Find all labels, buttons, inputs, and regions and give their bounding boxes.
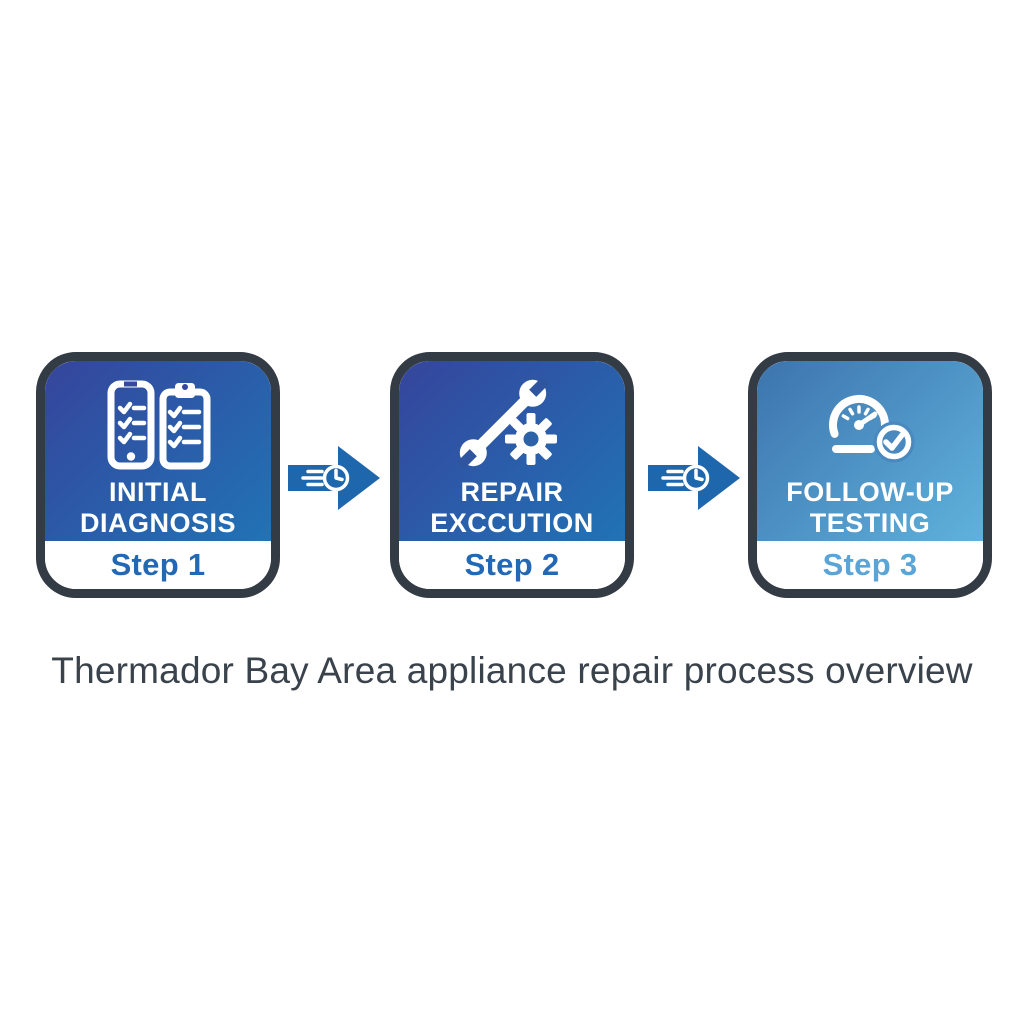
step-title: INITIAL DIAGNOSIS [80, 477, 236, 539]
wrench-gear-icon [451, 379, 573, 471]
step-number-band: Step 3 [757, 541, 983, 589]
step-title-line1: REPAIR [460, 477, 564, 507]
step-title: FOLLOW-UP TESTING [786, 477, 953, 539]
step-label: Step 1 [110, 547, 206, 582]
step-number-band: Step 2 [399, 541, 625, 589]
card-gradient-panel: FOLLOW-UP TESTING [757, 361, 983, 541]
figure-caption: Thermador Bay Area appliance repair proc… [51, 650, 973, 691]
step-card: FOLLOW-UP TESTING Step 3 [748, 352, 992, 598]
arrow-shape [648, 446, 740, 510]
step-title-line1: FOLLOW-UP [786, 477, 954, 507]
card-gradient-panel: REPAIR EXCCUTION [399, 361, 625, 541]
step-label: Step 2 [464, 547, 560, 582]
step-card: INITIAL DIAGNOSIS Step 1 [36, 352, 280, 598]
card-gradient-panel: INITIAL DIAGNOSIS [45, 361, 271, 541]
gauge-checkmark-icon [809, 379, 931, 471]
fast-clock-arrow-icon [648, 446, 740, 510]
arrow-shape [288, 446, 380, 510]
step-title: REPAIR EXCCUTION [430, 477, 594, 539]
step-title-line2: DIAGNOSIS [79, 508, 237, 538]
step-number-band: Step 1 [45, 541, 271, 589]
phone-clipboard-checklist-icon [97, 379, 219, 471]
step-title-line1: INITIAL [109, 477, 207, 507]
step-card: REPAIR EXCCUTION Step 2 [390, 352, 634, 598]
step-label: Step 3 [822, 547, 918, 582]
fast-clock-arrow-icon [288, 446, 380, 510]
step-title-line2: TESTING [809, 508, 931, 538]
step-title-line2: EXCCUTION [430, 508, 594, 538]
